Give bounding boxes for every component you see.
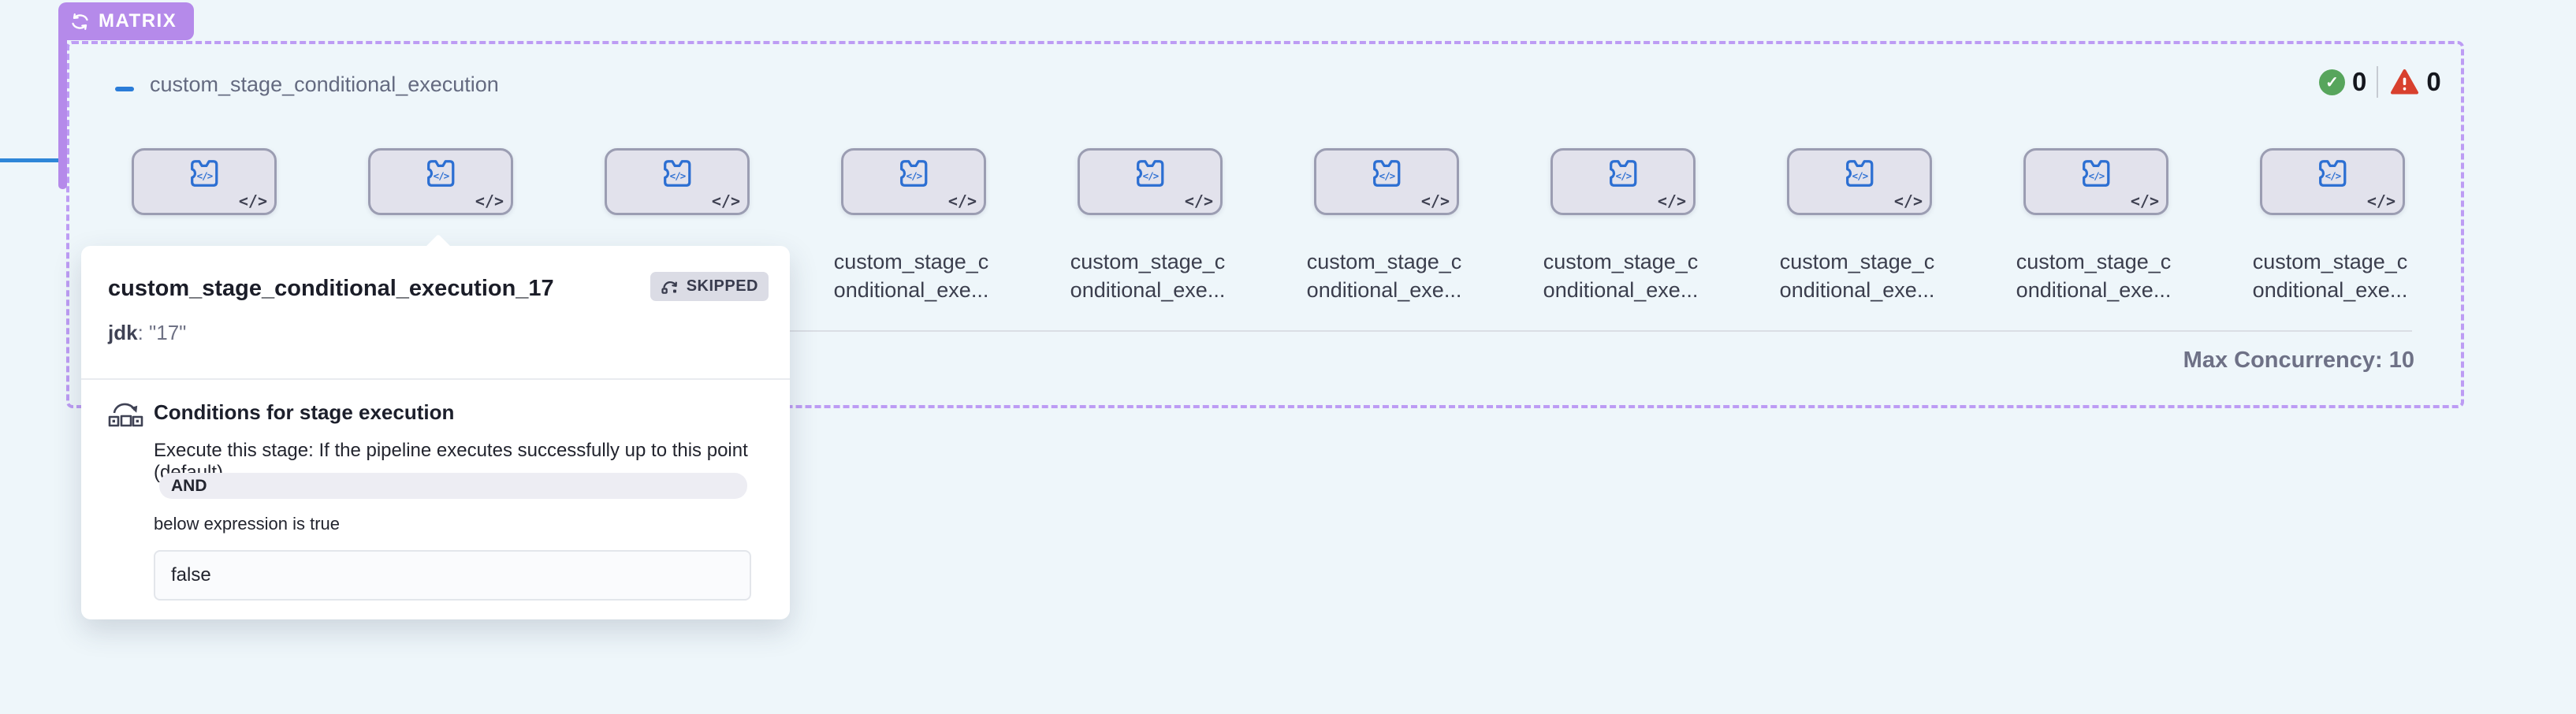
stage-card[interactable]: </> </> <box>1787 148 1932 215</box>
code-icon: </> <box>2366 192 2395 210</box>
stage-card[interactable]: </> </> <box>2023 148 2168 215</box>
code-icon: </> <box>2130 192 2159 210</box>
matrix-badge-label: MATRIX <box>99 10 177 32</box>
code-icon: </> <box>1657 192 1686 210</box>
code-icon: </> <box>1184 192 1213 210</box>
code-icon: </> <box>1420 192 1450 210</box>
stage-card[interactable]: </> </> <box>1314 148 1459 215</box>
svg-text:</>: </> <box>1379 170 1395 182</box>
custom-stage-icon: </> <box>2083 160 2110 187</box>
stage-card[interactable]: </> </> <box>1078 148 1223 215</box>
stage-tooltip: custom_stage_conditional_execution_17 SK… <box>81 234 790 619</box>
stage-card[interactable]: </> </> <box>841 148 986 215</box>
stage-card[interactable]: </> </> <box>132 148 277 215</box>
conditions-note: below expression is true <box>154 514 341 534</box>
max-concurrency-value: 10 <box>2388 348 2414 373</box>
skipped-icon <box>661 281 677 294</box>
condition-operator-label: AND <box>171 477 207 495</box>
code-icon: </> <box>711 192 740 210</box>
code-icon: </> <box>1893 192 1923 210</box>
code-icon: </> <box>475 192 504 210</box>
collapse-button[interactable] <box>112 73 137 96</box>
svg-text:</>: </> <box>1616 170 1632 182</box>
count-divider <box>2377 66 2379 98</box>
status-badge: SKIPPED <box>650 272 769 301</box>
stage-label: custom_stage_c onditional_exe... <box>1306 250 1462 302</box>
stage-label: custom_stage_c onditional_exe... <box>1543 250 1699 302</box>
svg-text:</>: </> <box>906 170 922 182</box>
conditions-heading: Conditions for stage execution <box>154 400 455 424</box>
pipeline-connector-line <box>0 158 61 162</box>
condition-expression: false <box>154 550 751 601</box>
stage-label: custom_stage_c onditional_exe... <box>2016 250 2172 302</box>
svg-text:</>: </> <box>434 170 449 182</box>
max-concurrency-label: Max Concurrency: 10 <box>2020 348 2414 374</box>
minus-icon <box>115 87 134 91</box>
custom-stage-icon: </> <box>1373 160 1401 187</box>
success-icon: ✓ <box>2319 69 2345 95</box>
condition-expression-value: false <box>171 564 211 586</box>
custom-stage-icon: </> <box>1137 160 1164 187</box>
stage-card[interactable]: </> </> <box>605 148 750 215</box>
code-icon: </> <box>947 192 977 210</box>
custom-stage-icon: </> <box>1610 160 1637 187</box>
status-counts: ✓ 0 0 <box>2319 65 2441 99</box>
custom-stage-icon: </> <box>900 160 928 187</box>
matrix-badge-strip <box>58 38 67 189</box>
stage-label: custom_stage_c onditional_exe... <box>1779 250 1935 302</box>
svg-text:</>: </> <box>197 170 213 182</box>
stage-label: custom_stage_c onditional_exe... <box>833 250 989 302</box>
stage-card[interactable]: </> </> <box>1550 148 1696 215</box>
matrix-variable: jdk: "17" <box>108 321 186 345</box>
svg-text:</>: </> <box>1143 170 1159 182</box>
conditional-execution-icon <box>108 403 143 427</box>
custom-stage-icon: </> <box>427 160 455 187</box>
matrix-stage-group <box>66 41 2464 408</box>
max-concurrency-text: Max Concurrency: <box>2183 348 2383 373</box>
stage-label: custom_stage_c onditional_exe... <box>2252 250 2408 302</box>
loop-icon <box>72 13 88 30</box>
matrix-group-title: custom_stage_conditional_execution <box>150 73 499 96</box>
custom-stage-icon: </> <box>664 160 691 187</box>
stage-card[interactable]: </> </> <box>2260 148 2405 215</box>
popover-divider <box>81 378 790 380</box>
matrix-variable-name: jdk <box>108 321 138 344</box>
custom-stage-icon: </> <box>2319 160 2347 187</box>
code-icon: </> <box>238 192 267 210</box>
warning-icon <box>2391 69 2419 95</box>
condition-operator: AND <box>159 473 747 499</box>
svg-text:</>: </> <box>2325 170 2341 182</box>
custom-stage-icon: </> <box>1846 160 1874 187</box>
svg-text:</>: </> <box>670 170 686 182</box>
custom-stage-icon: </> <box>191 160 218 187</box>
success-count: 0 <box>2352 67 2367 96</box>
matrix-badge: MATRIX <box>58 2 195 40</box>
failed-count: 0 <box>2426 67 2441 96</box>
svg-text:</>: </> <box>2089 170 2105 182</box>
footer-divider <box>117 330 2412 332</box>
matrix-variable-value: : "17" <box>137 321 187 344</box>
stage-name: custom_stage_conditional_execution_17 <box>108 276 554 301</box>
status-badge-label: SKIPPED <box>686 277 758 295</box>
svg-text:</>: </> <box>1852 170 1868 182</box>
stage-label: custom_stage_c onditional_exe... <box>1070 250 1226 302</box>
stage-card[interactable]: </> </> <box>368 148 513 215</box>
